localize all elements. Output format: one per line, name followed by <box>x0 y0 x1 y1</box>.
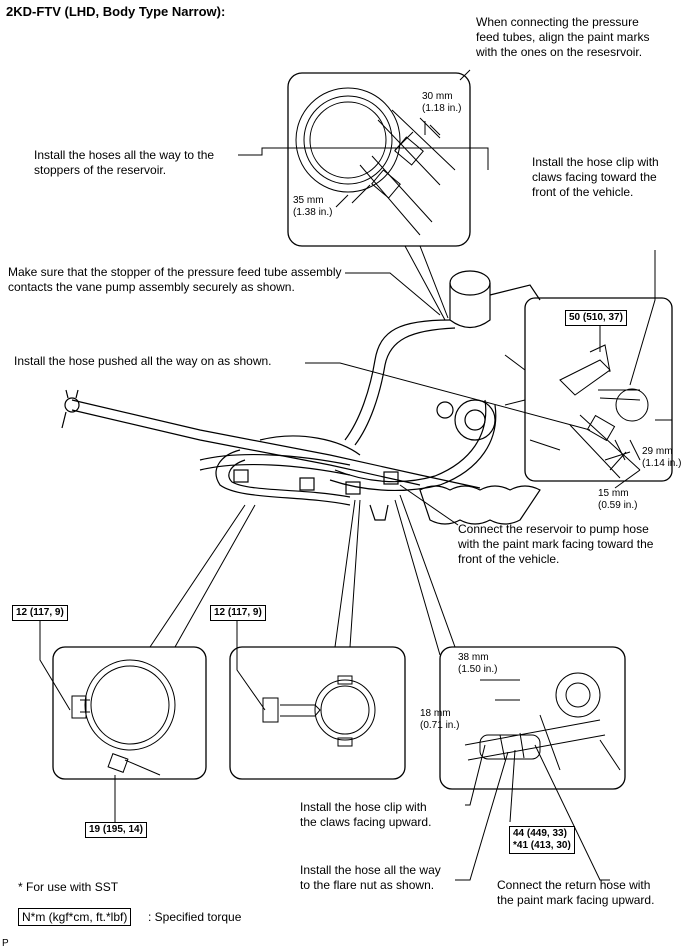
inset2-connector <box>334 499 361 648</box>
dim-29mm: 29 mm (1.14 in.) <box>642 446 682 469</box>
note-leader-return <box>534 744 610 881</box>
note-leader-hoses <box>238 147 489 170</box>
reservoir-detail <box>295 87 456 236</box>
note-paint-marks: When connecting the pressure feed tubes,… <box>476 15 650 59</box>
note-leader-pushed <box>305 362 591 431</box>
pump-detail <box>529 344 672 479</box>
torque-44: 44 (449, 33) *41 (413, 30) <box>509 826 575 854</box>
note-stopper-contact: Make sure that the stopper of the pressu… <box>8 265 342 294</box>
page-letter: P <box>2 938 9 949</box>
dim-15mm: 15 mm (0.59 in.) <box>598 488 638 511</box>
note-sst: * For use with SST <box>18 880 119 894</box>
torque-12-middle: 12 (117, 9) <box>210 605 266 621</box>
clamp-detail-1 <box>71 659 176 776</box>
note-leader-flare <box>455 751 509 881</box>
dim-leaders <box>424 121 641 701</box>
inset-leader-lines <box>404 245 449 321</box>
dim-30mm: 30 mm (1.18 in.) <box>422 91 462 114</box>
page-title: 2KD-FTV (LHD, Body Type Narrow): <box>6 4 226 19</box>
torque-leader-44 <box>509 749 516 823</box>
clamp-detail-2 <box>262 675 376 747</box>
note-hose-pushed: Install the hose pushed all the way on a… <box>14 354 272 368</box>
torque-19: 19 (195, 14) <box>85 822 147 838</box>
torque-legend-box: N*m (kgf*cm, ft.*lbf) <box>18 908 132 926</box>
return-hose-detail <box>464 672 621 771</box>
note-reservoir-pump-hose: Connect the reservoir to pump hose with … <box>458 522 654 566</box>
torque-12-left: 12 (117, 9) <box>12 605 68 621</box>
note-return-hose: Connect the return hose with the paint m… <box>497 878 655 907</box>
note-leader-clip-front <box>629 250 656 386</box>
torque-legend-text: : Specified torque <box>148 910 242 924</box>
inset3-connector <box>394 494 456 656</box>
note-leader-reservoir-hose <box>399 484 459 526</box>
main-assembly-drawing <box>61 270 541 525</box>
dim-38mm: 38 mm (1.50 in.) <box>458 652 498 675</box>
note-hoses-stoppers: Install the hoses all the way to the sto… <box>34 148 215 177</box>
clamp-inset-frame-1 <box>52 646 207 780</box>
torque-50: 50 (510, 37) <box>565 310 627 326</box>
note-leader-clip-upward <box>465 744 486 806</box>
clamp-inset-frame-2 <box>229 646 406 780</box>
return-hose-inset-frame <box>439 646 626 790</box>
dim-18mm: 18 mm (0.71 in.) <box>420 708 460 731</box>
note-leader-stopper <box>345 272 441 316</box>
right-inset-connector <box>504 354 526 406</box>
torque-leader-12a <box>39 618 71 711</box>
reservoir-inset-frame <box>287 72 471 247</box>
dim-35mm: 35 mm (1.38 in.) <box>293 195 333 218</box>
note-clip-upward: Install the hose clip with the claws fac… <box>300 800 432 829</box>
torque-leader-12b <box>236 618 266 711</box>
pump-inset-frame <box>524 297 673 482</box>
note-leader-paint <box>459 69 471 81</box>
note-flare-nut: Install the hose all the way to the flar… <box>300 863 441 892</box>
note-hose-clip-front: Install the hose clip with claws facing … <box>532 155 659 199</box>
inset1-connector <box>149 504 256 648</box>
